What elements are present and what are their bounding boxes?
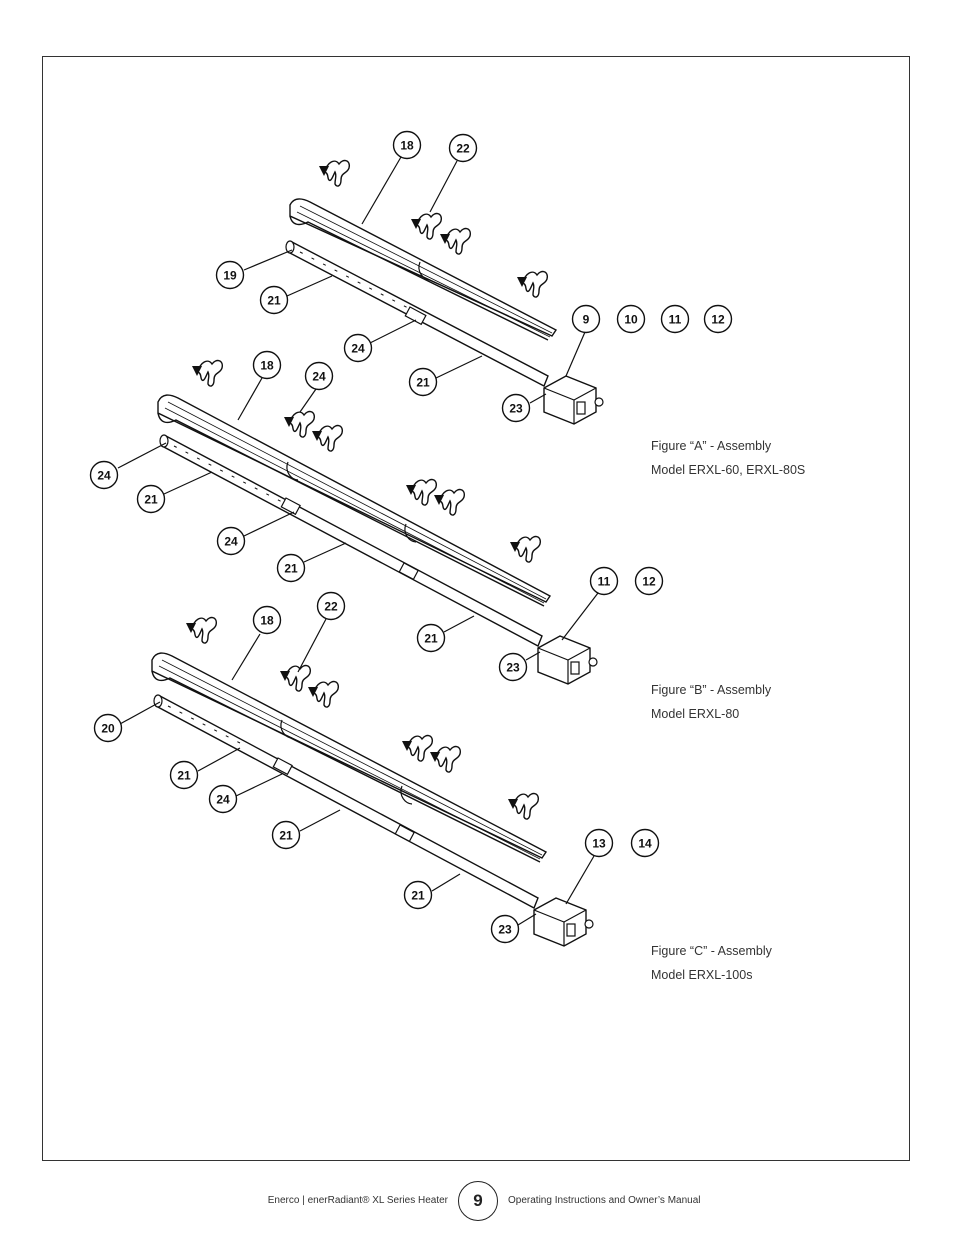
callout-number: 21 [144, 493, 158, 507]
figure-b-drawing [117, 359, 599, 685]
callout-number: 9 [583, 313, 590, 327]
callout-20: 20 [93, 713, 123, 743]
callout-number: 22 [324, 600, 338, 614]
callout-number: 21 [284, 562, 298, 576]
callout-12: 12 [634, 566, 664, 596]
page-number: 9 [458, 1181, 498, 1221]
callout-9: 9 [571, 304, 601, 334]
callout-number: 20 [101, 722, 115, 736]
callout-18: 18 [392, 130, 422, 160]
callout-number: 12 [711, 313, 725, 327]
callout-number: 24 [216, 793, 230, 807]
callout-number: 23 [498, 923, 512, 937]
callout-18: 18 [252, 350, 282, 380]
figure-c-caption: Figure “C” - Assembly Model ERXL-100s [651, 939, 772, 987]
callout-23: 23 [498, 652, 528, 682]
callout-21: 21 [136, 484, 166, 514]
callout-21: 21 [259, 285, 289, 315]
callout-number: 24 [97, 469, 111, 483]
control-box [543, 375, 604, 425]
burner-tube [153, 694, 539, 909]
callout-number: 21 [424, 632, 438, 646]
callout-24: 24 [304, 361, 334, 391]
callout-22: 22 [448, 133, 478, 163]
callout-12: 12 [703, 304, 733, 334]
callout-number: 13 [592, 837, 606, 851]
figure-c-model: Model ERXL-100s [651, 968, 753, 982]
callout-number: 11 [669, 313, 682, 327]
callout-number: 24 [351, 342, 365, 356]
callout-21: 21 [271, 820, 301, 850]
callout-number: 19 [223, 269, 237, 283]
callout-21: 21 [416, 623, 446, 653]
footer-right-text: Operating Instructions and Owner’s Manua… [508, 1195, 701, 1206]
callout-22: 22 [316, 591, 346, 621]
figure-c-drawing [119, 616, 595, 947]
callout-number: 18 [400, 139, 414, 153]
callout-number: 18 [260, 359, 274, 373]
reflector [151, 652, 548, 863]
callout-19: 19 [215, 260, 245, 290]
callout-number: 11 [598, 575, 611, 589]
callout-number: 22 [456, 142, 470, 156]
page-footer: Enerco | enerRadiant® XL Series Heater 9… [0, 1180, 954, 1224]
figure-frame [42, 56, 910, 1161]
callout-number: 23 [506, 661, 520, 675]
callout-number: 12 [642, 575, 656, 589]
reflector [289, 198, 558, 341]
callout-24: 24 [216, 526, 246, 556]
callout-number: 23 [509, 402, 523, 416]
callout-24: 24 [208, 784, 238, 814]
footer-left-text: Enerco | enerRadiant® XL Series Heater [267, 1195, 448, 1206]
figure-a-model: Model ERXL-60, ERXL-80S [651, 463, 806, 477]
callout-23: 23 [490, 914, 520, 944]
callout-21: 21 [408, 367, 438, 397]
burner-tube [159, 434, 543, 647]
figure-b-model: Model ERXL-80 [651, 707, 740, 721]
control-box [533, 897, 594, 947]
callout-number: 21 [279, 829, 293, 843]
callout-number: 10 [624, 313, 638, 327]
callout-21: 21 [169, 760, 199, 790]
figure-a-drawing [243, 156, 604, 425]
figure-c-title: Figure “C” - Assembly [651, 944, 772, 958]
callout-23: 23 [501, 393, 531, 423]
callout-24: 24 [89, 460, 119, 490]
callout-14: 14 [630, 828, 660, 858]
callout-number: 18 [260, 614, 274, 628]
figure-a-title: Figure “A” - Assembly [651, 439, 772, 453]
callout-number: 24 [312, 370, 326, 384]
callout-number: 21 [267, 294, 281, 308]
burner-tube [285, 240, 549, 387]
reflector [157, 394, 552, 607]
callout-24: 24 [343, 333, 373, 363]
callout-number: 21 [411, 889, 425, 903]
callout-number: 24 [224, 535, 238, 549]
callout-10: 10 [616, 304, 646, 334]
callout-21: 21 [403, 880, 433, 910]
callout-13: 13 [584, 828, 614, 858]
figure-b-title: Figure “B” - Assembly [651, 683, 772, 697]
callout-21: 21 [276, 553, 306, 583]
callout-11: 11 [660, 304, 690, 334]
callout-11: 11 [589, 566, 619, 596]
callout-18: 18 [252, 605, 282, 635]
callout-number: 21 [177, 769, 191, 783]
figure-b-caption: Figure “B” - Assembly Model ERXL-80 [651, 678, 771, 726]
control-box [537, 635, 598, 685]
callout-number: 14 [638, 837, 652, 851]
figure-a-caption: Figure “A” - Assembly Model ERXL-60, ERX… [651, 434, 805, 482]
callout-number: 21 [416, 376, 430, 390]
